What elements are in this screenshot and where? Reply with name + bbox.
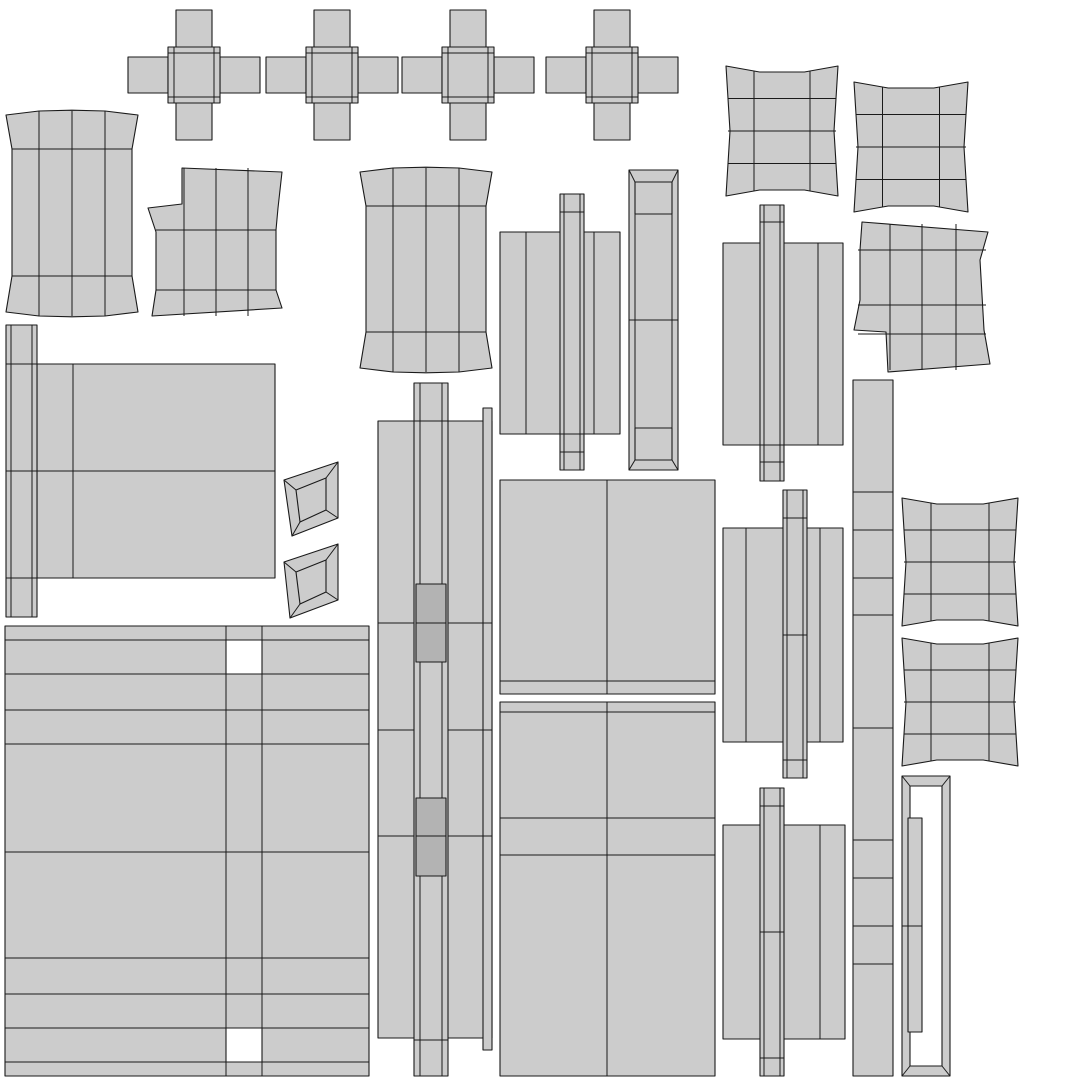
uv-seam	[941, 775, 951, 787]
uv-face	[634, 181, 673, 215]
uv-island-frame-strip	[628, 169, 679, 471]
uv-island-barrel	[359, 166, 493, 374]
uv-seam	[671, 459, 679, 471]
uv-face	[175, 9, 213, 51]
uv-face	[593, 99, 631, 141]
uv-island-panel-rail	[499, 193, 621, 471]
uv-face	[593, 9, 631, 51]
uv-seam	[289, 603, 301, 619]
uv-face	[634, 427, 673, 461]
uv-face	[401, 56, 443, 94]
uv-face	[219, 56, 261, 94]
uv-island-cross	[545, 9, 679, 141]
uv-face	[637, 56, 679, 94]
uv-island-pillow	[901, 637, 1019, 767]
uv-face	[127, 56, 169, 94]
uv-face	[482, 407, 493, 1051]
uv-face	[167, 46, 221, 104]
uv-island-cross	[127, 9, 261, 141]
uv-face	[545, 56, 587, 94]
uv-island-panel-rail	[722, 204, 844, 482]
uv-face	[441, 46, 495, 104]
uv-face	[585, 46, 639, 104]
uv-seam	[671, 169, 679, 183]
uv-island-cross	[401, 9, 535, 141]
uv-face	[313, 9, 351, 51]
uv-island-panel-rail	[722, 787, 846, 1077]
uv-island-cross	[265, 9, 399, 141]
uv-face	[357, 56, 399, 94]
uv-hole	[225, 639, 263, 675]
uv-island-barrel-skewed	[147, 167, 283, 317]
uv-face	[147, 167, 283, 317]
uv-seam	[283, 479, 297, 491]
uv-island-center-column	[377, 382, 493, 1077]
uv-face	[305, 46, 359, 104]
uv-seam	[325, 461, 339, 479]
uv-island-long-strip	[852, 379, 894, 1077]
uv-seam	[901, 775, 911, 787]
uv-island-side-panel	[5, 324, 276, 618]
uv-seam	[325, 509, 339, 519]
uv-face	[413, 382, 449, 1077]
uv-face	[493, 56, 535, 94]
uv-island-center-panels	[499, 479, 716, 1077]
uv-face	[449, 99, 487, 141]
uv-face	[4, 625, 370, 1077]
uv-island-frame-square	[283, 543, 339, 619]
uv-seam	[628, 459, 636, 471]
uv-face-selected	[415, 797, 447, 877]
uv-island-pillow	[901, 497, 1019, 627]
uv-island-panel-rail	[722, 489, 844, 779]
uv-island-frame-square	[283, 461, 339, 537]
uv-seam	[325, 591, 339, 601]
uv-island-pillow	[725, 65, 839, 197]
uv-island-grid-panel	[4, 625, 370, 1077]
uv-face	[175, 99, 213, 141]
uv-seam	[941, 1065, 951, 1077]
uv-island-barrel	[5, 109, 139, 318]
uv-face	[449, 9, 487, 51]
uv-face	[265, 56, 307, 94]
uv-seam	[283, 561, 297, 573]
uv-face	[313, 99, 351, 141]
uv-seam	[325, 543, 339, 561]
uv-face	[907, 817, 923, 1033]
uv-seam	[291, 521, 301, 537]
uv-hole	[225, 1027, 263, 1063]
uv-island-pillow	[853, 81, 969, 213]
uv-seam	[628, 169, 636, 183]
uv-seam	[901, 1065, 911, 1077]
uv-island-frame-long	[901, 775, 951, 1077]
uv-island-pillow-skewed	[853, 221, 991, 373]
